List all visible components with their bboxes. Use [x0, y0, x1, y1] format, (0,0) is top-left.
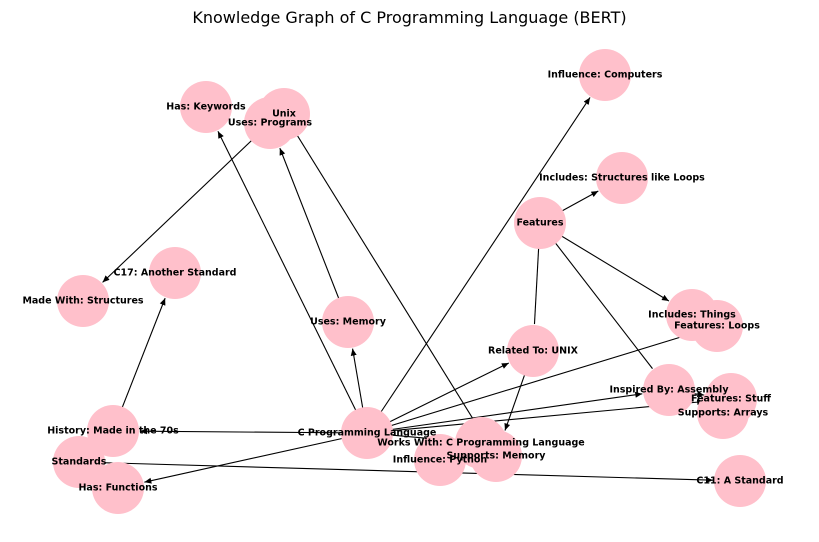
node-label-keywords: Has: Keywords — [166, 102, 246, 113]
node-supp_memory[interactable] — [470, 430, 522, 482]
node-label-works_with: Works With: C Programming Language — [377, 438, 585, 449]
node-label-related_unix: Related To: UNIX — [488, 346, 579, 357]
node-label-stuff: Features: Stuff — [691, 394, 771, 405]
node-label-computers: Influence: Computers — [548, 70, 663, 81]
node-label-programs: Uses: Programs — [228, 118, 313, 129]
node-label-assembly: Inspired By: Assembly — [609, 385, 729, 396]
nodes-layer — [53, 49, 766, 514]
node-programs[interactable] — [244, 97, 296, 149]
edges-layer — [78, 97, 714, 484]
node-c11[interactable] — [714, 455, 766, 507]
node-label-feat_loops: Features: Loops — [674, 321, 760, 332]
node-c17[interactable] — [149, 247, 201, 299]
edge-c-computers — [366, 97, 591, 434]
node-functions[interactable] — [92, 462, 144, 514]
node-feat_loops[interactable] — [691, 300, 743, 352]
edge-c-functions — [144, 432, 368, 484]
node-keywords[interactable] — [180, 81, 232, 133]
edge-c-feat_loops — [366, 333, 692, 434]
node-features[interactable] — [514, 197, 566, 249]
node-loops_struct[interactable] — [596, 152, 648, 204]
node-label-unix: Unix — [272, 109, 296, 120]
edge-c-stuff — [366, 399, 705, 434]
node-label-c11: C11: A Standard — [696, 476, 783, 487]
edge-unix-supp_memory — [283, 113, 483, 434]
edge-c-history — [139, 428, 368, 435]
node-computers[interactable] — [579, 49, 631, 101]
edge-standards-c11 — [78, 461, 714, 484]
node-arrays[interactable] — [697, 387, 749, 439]
node-python[interactable] — [414, 434, 466, 486]
edge-c-assembly — [366, 391, 643, 434]
node-standards[interactable] — [53, 436, 105, 488]
node-history[interactable] — [87, 405, 139, 457]
graph-title: Knowledge Graph of C Programming Languag… — [192, 8, 627, 27]
node-label-arrays: Supports: Arrays — [678, 408, 769, 419]
edge-features-assembly — [539, 222, 653, 369]
node-label-python: Influence: Python — [393, 455, 488, 466]
edge-memory-programs — [279, 147, 349, 323]
node-label-standards: Standards — [52, 457, 107, 468]
node-label-loops_struct: Includes: Structures like Loops — [539, 173, 705, 184]
edge-c-related_unix — [366, 362, 510, 434]
node-label-memory: Uses: Memory — [310, 317, 387, 328]
node-label-c17: C17: Another Standard — [114, 268, 237, 279]
node-label-functions: Has: Functions — [78, 483, 157, 494]
node-label-structures: Made With: Structures — [22, 296, 143, 307]
node-label-supp_memory: Supports: Memory — [447, 451, 547, 462]
node-structures[interactable] — [57, 275, 109, 327]
node-c[interactable] — [341, 407, 393, 459]
node-memory[interactable] — [322, 296, 374, 348]
node-label-things: Includes: Things — [648, 310, 736, 321]
edge-c-keywords — [217, 130, 368, 434]
edge-programs-structures — [102, 122, 271, 283]
node-label-features: Features — [516, 218, 563, 229]
node-label-history: History: Made in the 70s — [47, 426, 179, 437]
node-assembly[interactable] — [643, 364, 695, 416]
node-label-c: C Programming Language — [298, 428, 437, 439]
node-related_unix[interactable] — [507, 325, 559, 377]
